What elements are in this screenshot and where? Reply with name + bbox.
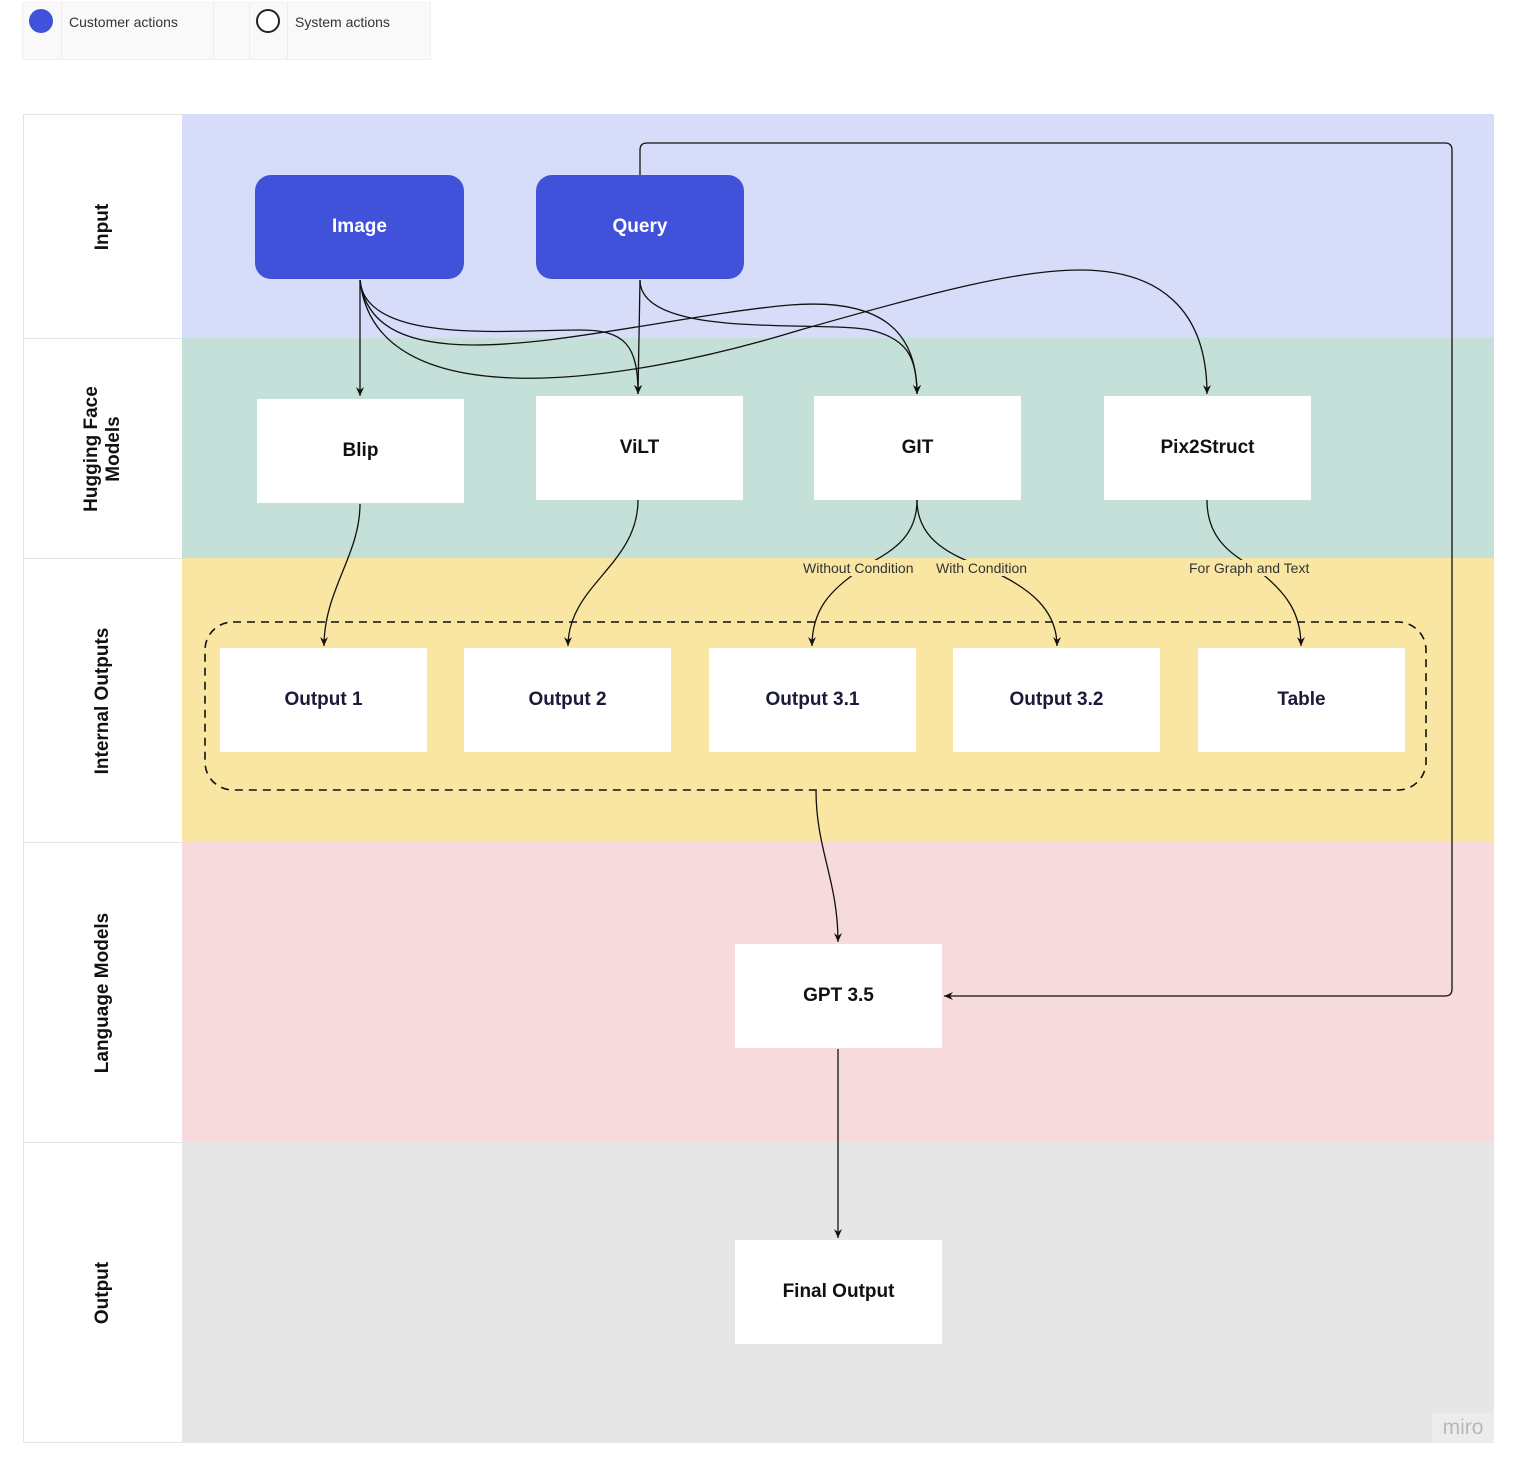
- lane-header-hugging-face-models: Hugging Face Models: [23, 338, 182, 558]
- node-output-3-1[interactable]: Output 3.1: [709, 648, 916, 752]
- lane-header-input: Input: [23, 114, 182, 338]
- edge-outputs-to-gpt: [815, 789, 842, 943]
- legend-customer-label: Customer actions: [69, 14, 178, 30]
- node-query[interactable]: Query: [536, 175, 744, 279]
- node-final-output[interactable]: Final Output: [735, 1240, 942, 1344]
- node-output-2[interactable]: Output 2: [464, 648, 671, 752]
- legend-system-swatch-cell: [249, 3, 288, 59]
- legend-customer-label-cell: Customer actions: [61, 3, 214, 59]
- legend-system-label: System actions: [295, 14, 390, 30]
- legend-system-label-cell: System actions: [287, 3, 430, 59]
- edge-image-to-git: [359, 279, 921, 395]
- lane-header-output: Output: [23, 1142, 182, 1443]
- edge-image-to-pix2struct: [359, 269, 1211, 395]
- node-gpt-3-5[interactable]: GPT 3.5: [735, 944, 942, 1048]
- lane-header-language-models: Language Models: [23, 842, 182, 1142]
- edge-query-to-gpt: [639, 142, 1453, 1000]
- node-pix2struct[interactable]: Pix2Struct: [1104, 396, 1311, 500]
- edge-query-to-git: [639, 279, 921, 395]
- node-image[interactable]: Image: [255, 175, 464, 279]
- edge-image-to-vilt: [359, 279, 642, 395]
- system-actions-dot-icon: [256, 9, 280, 33]
- node-output-3-2[interactable]: Output 3.2: [953, 648, 1160, 752]
- node-output-1[interactable]: Output 1: [220, 648, 427, 752]
- edge-label-for-graph-and-text: For Graph and Text: [1189, 560, 1310, 576]
- node-vilt[interactable]: ViLT: [536, 396, 743, 500]
- legend-spacer: [213, 3, 250, 59]
- legend: Customer actions System actions: [22, 2, 431, 60]
- edge-label-with-condition: With Condition: [936, 560, 1028, 576]
- node-git[interactable]: GIT: [814, 396, 1021, 500]
- node-table[interactable]: Table: [1198, 648, 1405, 752]
- edge-vilt-to-output2: [564, 499, 639, 647]
- legend-customer-swatch-cell: [23, 3, 62, 59]
- edge-query-to-vilt: [634, 279, 643, 395]
- edge-label-without-condition: Without Condition: [803, 560, 914, 576]
- customer-actions-dot-icon: [29, 9, 53, 33]
- lane-header-internal-outputs: Internal Outputs: [23, 558, 182, 842]
- edge-blip-to-output1: [320, 503, 361, 647]
- node-blip[interactable]: Blip: [257, 399, 464, 503]
- miro-watermark: miro: [1432, 1413, 1494, 1443]
